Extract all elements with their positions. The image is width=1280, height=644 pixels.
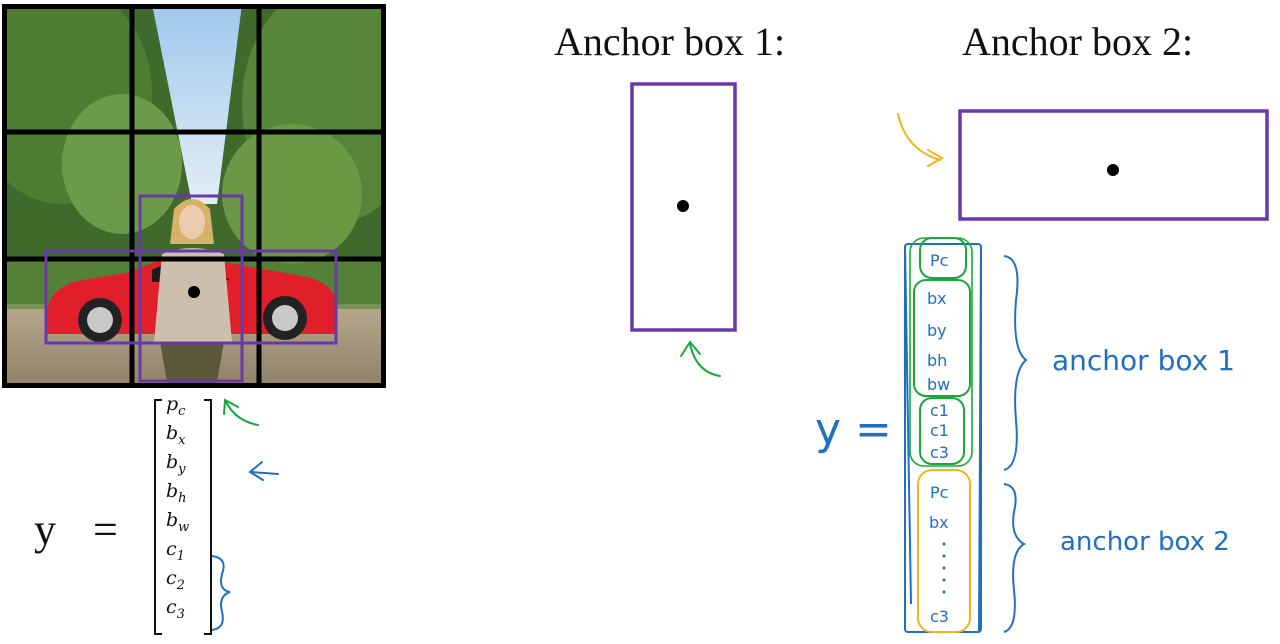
hw-c1-second: c1 <box>930 421 949 440</box>
y-equation: y = <box>34 504 118 555</box>
vector-entry-c3: c3 <box>166 596 185 622</box>
car-rim-front <box>87 307 113 333</box>
brace-classes <box>211 555 231 631</box>
anchor-box-1-shape <box>630 82 737 332</box>
sky <box>152 4 242 204</box>
handwritten-items: Pc bx by bh bw c1 c1 c3 Pc bx c3 <box>927 251 950 626</box>
vector-entry-bx: bx <box>166 422 186 448</box>
vector-entry-base: b <box>166 509 179 531</box>
hw-c3-2: c3 <box>930 607 949 626</box>
vector-entry-subscript: 2 <box>176 577 185 593</box>
hw-bx: bx <box>927 289 947 308</box>
hw-c3: c3 <box>930 443 949 462</box>
person-pants <box>160 342 224 388</box>
green-arrow-pc <box>223 398 259 426</box>
vector-entry-base: b <box>166 422 179 444</box>
green-group-boxes <box>913 279 971 397</box>
vector-entry-bh: bh <box>166 480 187 506</box>
grid-photo <box>2 4 386 388</box>
vector-entry-subscript: y <box>178 461 186 477</box>
person-face-front <box>179 205 205 239</box>
vector-entry-base: b <box>166 480 179 502</box>
hw-pc-2: Pc <box>930 483 948 502</box>
green-group-classes <box>919 397 965 465</box>
grid-lines <box>2 4 386 388</box>
vector-entry-base: p <box>166 393 179 415</box>
hw-by: by <box>927 321 947 340</box>
hw-c1: c1 <box>930 401 949 420</box>
hw-bx-2: bx <box>929 513 949 532</box>
vector-entry-subscript: 3 <box>176 606 185 622</box>
vector-entry-subscript: x <box>178 432 186 448</box>
y-symbol: y <box>34 505 56 554</box>
green-arrow-anchor1 <box>680 340 721 377</box>
vector-entry-base: c <box>166 596 177 618</box>
anchor-box-2-title: Anchor box 2: <box>962 19 1194 64</box>
vector-entry-base: c <box>166 567 177 589</box>
blue-arrow-bx <box>248 461 279 481</box>
tree-foliage-mid-left <box>62 94 182 234</box>
vector-entry-c1: c1 <box>166 538 185 564</box>
vector-entry-base: b <box>166 451 179 473</box>
vector-entry-subscript: c <box>178 403 186 419</box>
hw-y-equals: y = <box>815 404 892 455</box>
hw-ellipsis-dots <box>942 542 946 594</box>
orange-arrow-anchor2 <box>897 113 945 167</box>
vector-entry-by: by <box>166 451 186 477</box>
photo-scene <box>2 4 386 388</box>
vector-entry-bw: bw <box>166 509 189 535</box>
vector-entry-subscript: w <box>178 519 190 535</box>
vector-entry-base: c <box>166 538 177 560</box>
handwritten-bracket-lines <box>904 245 982 633</box>
brace-anchor1 <box>1003 255 1028 471</box>
hw-pc: Pc <box>930 251 948 270</box>
anchor-box-2-shape <box>958 109 1269 221</box>
vector-entry-c2: c2 <box>166 567 185 593</box>
anchor-box-1-center <box>677 200 689 212</box>
car-rim-rear <box>272 305 298 331</box>
anchor-box-2-center <box>1107 164 1119 176</box>
car-bounding-box <box>44 249 338 345</box>
vector-entry-subscript: 1 <box>176 548 185 564</box>
vector-entry-subscript: h <box>178 490 187 506</box>
person-bounding-box <box>138 194 244 383</box>
green-group-outline <box>909 237 973 467</box>
anchor-box-1-title: Anchor box 1: <box>554 19 786 64</box>
hw-bh: bh <box>927 351 947 370</box>
brace-anchor2 <box>1003 483 1027 633</box>
hw-bw: bw <box>927 375 950 394</box>
vector-entry-pc: pc <box>166 393 185 419</box>
hw-label-anchor1: anchor box 1 <box>1052 344 1235 377</box>
orange-group-anchor2 <box>917 469 971 633</box>
equals-symbol: = <box>93 505 118 554</box>
hw-label-anchor2: anchor box 2 <box>1060 527 1230 557</box>
object-center-dot <box>188 286 200 298</box>
